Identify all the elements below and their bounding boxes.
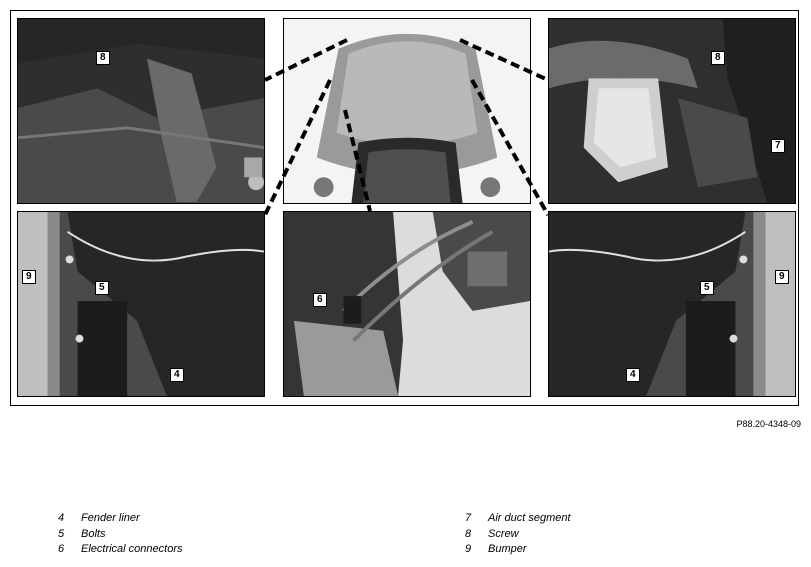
legend-item: 4 Fender liner xyxy=(58,512,183,528)
photo-top-center xyxy=(283,18,531,204)
legend-label: Bolts xyxy=(81,527,106,540)
legend-item: 8 Screw xyxy=(465,528,571,544)
photo-top-left: 8 xyxy=(17,18,265,204)
legend-item: 7 Air duct segment xyxy=(465,512,571,528)
callout-5: 5 xyxy=(700,281,714,295)
legend-number: 8 xyxy=(465,527,472,540)
photo-bottom-center: 6 xyxy=(283,211,531,397)
legend-label: Electrical connectors xyxy=(81,543,183,555)
callout-8: 8 xyxy=(96,51,110,65)
photo-top-right: 8 7 xyxy=(548,18,796,204)
callout-9: 9 xyxy=(775,270,789,284)
legend-number: 7 xyxy=(465,512,472,524)
legend-number: 6 xyxy=(58,543,65,555)
legend-number: 5 xyxy=(58,527,65,540)
legend-left: 4 Fender liner 5 Bolts 6 Electrical conn… xyxy=(58,512,183,559)
legend-item: 9 Bumper xyxy=(465,543,571,559)
callout-7: 7 xyxy=(771,139,785,153)
callout-6: 6 xyxy=(313,293,327,307)
callout-9: 9 xyxy=(22,270,36,284)
callout-4: 4 xyxy=(170,368,184,382)
legend-right: 7 Air duct segment 8 Screw 9 Bumper xyxy=(465,512,571,559)
legend-item: 6 Electrical connectors xyxy=(58,543,183,559)
figure-id: P88.20-4348-09 xyxy=(736,419,801,429)
callout-8: 8 xyxy=(711,51,725,65)
legend-number: 9 xyxy=(465,543,472,555)
photo-bottom-left: 9 5 4 xyxy=(17,211,265,397)
legend-label: Bumper xyxy=(488,543,527,555)
callout-5: 5 xyxy=(95,281,109,295)
photo-bottom-right: 5 9 4 xyxy=(548,211,796,397)
legend-label: Screw xyxy=(488,527,519,540)
legend-number: 4 xyxy=(58,512,65,524)
legend-label: Air duct segment xyxy=(488,512,571,524)
callout-4: 4 xyxy=(626,368,640,382)
legend-item: 5 Bolts xyxy=(58,528,183,544)
legend-label: Fender liner xyxy=(81,512,140,524)
